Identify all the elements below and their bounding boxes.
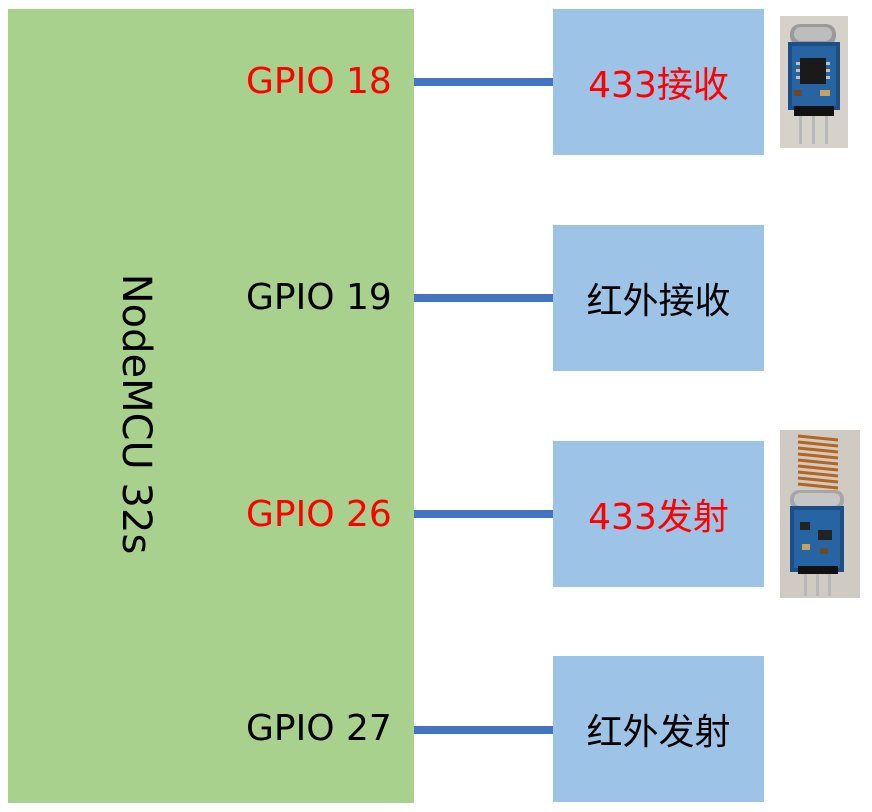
module-label: 433接收 [588, 65, 729, 106]
connection-wire [414, 78, 553, 86]
connection-wire [414, 726, 553, 734]
rf-433-receiver-module-photo [780, 16, 848, 148]
gpio-pin-label: GPIO 19 [246, 277, 392, 318]
nodemcu-board: NodeMCU 32s [8, 9, 414, 803]
rf-433-transmitter-module-photo [780, 430, 860, 598]
connection-wire [414, 294, 553, 302]
gpio-pin-label: GPIO 18 [246, 61, 392, 102]
gpio-pin-label: GPIO 26 [246, 494, 392, 535]
connection-wire [414, 510, 553, 518]
module-box: 红外接收 [553, 225, 764, 371]
gpio-pin-label: GPIO 27 [246, 708, 392, 749]
module-label: 红外接收 [586, 281, 731, 322]
module-box: 433发射 [553, 441, 764, 587]
module-label: 433发射 [588, 497, 729, 538]
module-box: 红外发射 [553, 656, 764, 802]
module-label: 红外发射 [586, 712, 731, 753]
module-box: 433接收 [553, 9, 764, 155]
board-label: NodeMCU 32s [113, 273, 159, 555]
